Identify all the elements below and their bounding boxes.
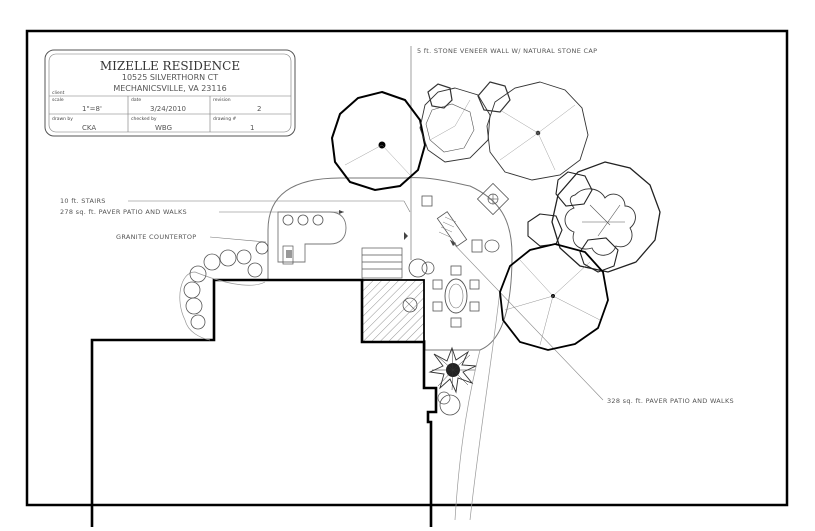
sheet-border (25, 29, 789, 507)
shrub-border-left (179, 241, 435, 341)
address-line-1: 10525 SILVERTHORN CT (122, 73, 218, 82)
address-line-2: MECHANICSVILLE, VA 23116 (113, 84, 226, 93)
revision-label: revision (213, 97, 231, 103)
patio-area (267, 177, 513, 521)
stairs-note: 10 ft. STAIRS (60, 197, 106, 205)
shade-tree-lower-right (499, 243, 609, 351)
tree-canopy-cluster-right (527, 161, 661, 273)
title-block: MIZELLE RESIDENCE 10525 SILVERTHORN CT M… (44, 49, 296, 137)
countertop-note: GRANITE COUNTERTOP (116, 233, 196, 241)
scale-value: 1"=8' (82, 105, 102, 113)
drawing-number-value: 1 (250, 124, 254, 132)
date-label: date (131, 97, 141, 103)
tree-canopy-cluster-top (419, 81, 589, 181)
house-footprint (90, 278, 438, 527)
date-value: 3/24/2010 (150, 105, 186, 113)
drawn-by-label: drawn by (52, 116, 73, 122)
patio-left-note: 278 sq. ft. PAVER PATIO AND WALKS (60, 208, 187, 216)
canopy-branch-lines (344, 99, 576, 176)
drawing-number-label: drawing # (213, 116, 237, 122)
star-shrub (428, 346, 477, 416)
project-title: MIZELLE RESIDENCE (100, 59, 240, 73)
patio-right-note: 328 sq. ft. PAVER PATIO AND WALKS (607, 397, 734, 405)
checked-by-value: WBG (155, 124, 172, 132)
scale-label: scale (52, 97, 64, 103)
drawn-by-value: CKA (82, 124, 96, 132)
checked-by-label: checked by (131, 116, 157, 122)
revision-value: 2 (257, 105, 261, 113)
stone-wall-note: 5 ft. STONE VENEER WALL W/ NATURAL STONE… (417, 47, 597, 55)
client-label: client (52, 90, 65, 96)
